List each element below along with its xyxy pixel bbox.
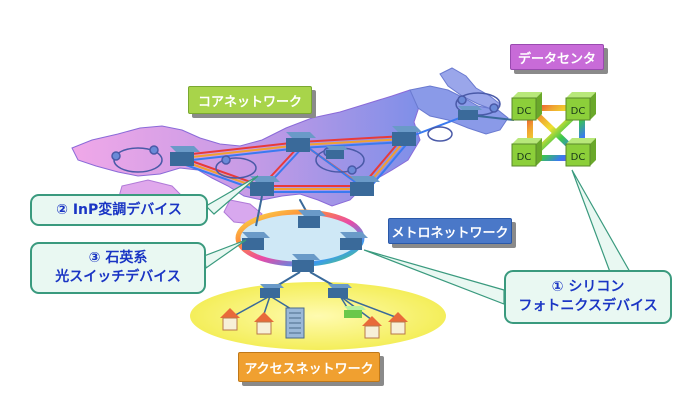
house-icon — [362, 316, 382, 339]
router-node-icon — [350, 176, 380, 196]
dc-label: DC — [571, 152, 586, 163]
datacenter-link — [477, 115, 515, 121]
dc-label: DC — [517, 152, 532, 163]
router-node-icon — [260, 284, 284, 298]
dc-cube-icon: DC — [565, 92, 596, 121]
dc-label: DC — [571, 106, 586, 117]
callout-pointers — [203, 169, 632, 305]
router-node-icon — [392, 126, 422, 146]
router-node-icon — [458, 106, 482, 120]
quartz-device-callout: ③ 石英系 光スイッチデバイス — [30, 242, 206, 294]
datacenter-label: データセンタ — [510, 44, 604, 70]
router-node-icon — [292, 254, 320, 272]
dc-cube-icon: DC — [511, 92, 542, 121]
quartz-device-text: ③ 石英系 光スイッチデバイス — [55, 250, 181, 285]
core-network-label: コアネットワーク — [188, 86, 312, 114]
dc-label: DC — [517, 106, 532, 117]
router-node-icon — [242, 232, 270, 250]
quartz-callout-pointer — [203, 239, 247, 270]
inp-device-text: ② InP変調デバイス — [56, 201, 182, 218]
router-node-icon — [340, 232, 368, 250]
router-node-icon — [298, 210, 326, 228]
server-rack-icon — [285, 307, 305, 339]
router-node-icon — [328, 284, 352, 298]
router-node-icon — [326, 146, 348, 159]
inp-callout-pointer — [205, 175, 259, 215]
inp-device-callout: ② InP変調デバイス — [30, 194, 208, 226]
silicon-device-callout: ① シリコン フォトニクスデバイス — [504, 270, 672, 324]
router-node-icon — [286, 132, 316, 152]
house-icon — [254, 312, 274, 335]
switch-icon — [344, 306, 366, 318]
datacenter-cluster: DC DC DC DC — [511, 92, 596, 167]
access-area — [190, 271, 446, 350]
dc-cube-icon: DC — [511, 138, 542, 167]
silicon-device-text: ① シリコン フォトニクスデバイス — [518, 279, 658, 314]
house-icon — [220, 308, 240, 331]
silicon-callout-pointer-dc — [571, 169, 632, 273]
router-node-icon — [170, 146, 200, 166]
core-routers — [170, 106, 482, 196]
metro-network-label: メトロネットワーク — [388, 218, 512, 244]
router-node-icon — [250, 176, 280, 196]
dc-cube-icon: DC — [565, 138, 596, 167]
access-network-label: アクセスネットワーク — [238, 352, 380, 382]
house-icon — [388, 312, 408, 335]
metro-ring — [235, 195, 368, 272]
